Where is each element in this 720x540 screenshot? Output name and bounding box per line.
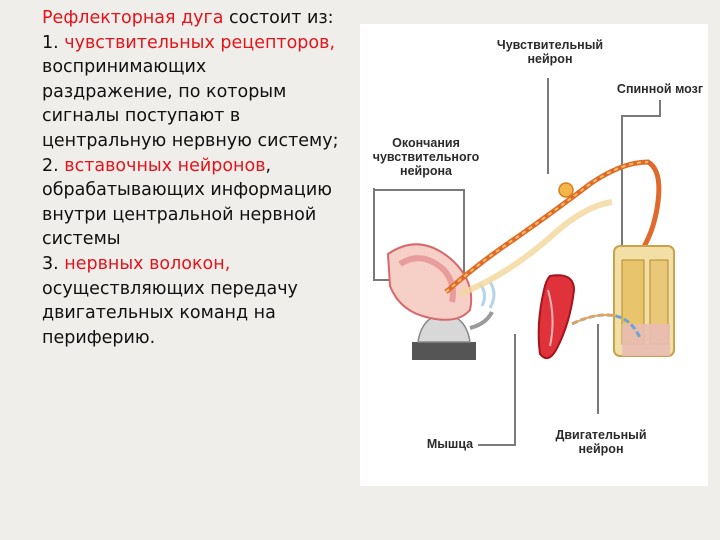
label-sensory-neuron: Чувствительный нейрон: [496, 38, 604, 66]
intro-paragraph: Рефлекторная дуга состоит из:: [42, 6, 342, 31]
label-muscle: Мышца: [426, 437, 474, 451]
leader-muscle: [478, 334, 516, 446]
term-interneurons: вставочных нейронов: [64, 155, 266, 176]
label-sensory-endings: Окончания чувствительного нейрона: [372, 136, 480, 178]
leader-spinal-cord: [621, 100, 661, 354]
term-receptors: чувствительных рецепторов,: [64, 32, 336, 53]
label-motor-neuron: Двигательный нейрон: [555, 428, 647, 456]
item2-description: , обрабатывающих информацию внутри центр…: [42, 155, 332, 250]
term-reflex-arc: Рефлекторная дуга: [42, 8, 224, 28]
label-spinal-cord: Спинной мозг: [616, 82, 704, 96]
item3-number: 3.: [42, 253, 65, 274]
item3-description: осуществляющих передачу двигательных ком…: [42, 278, 298, 348]
list-item-3: 3. нервных волокон, осуществляющих перед…: [42, 252, 342, 350]
muscle-drawing: [537, 274, 576, 360]
kettle-drawing: [412, 281, 496, 360]
intro-rest: состоит из:: [223, 8, 334, 28]
list-item-1: 1. чувствительных рецепторов, воспринима…: [42, 31, 342, 154]
list-item-2: 2. вставочных нейронов, обрабатывающих и…: [42, 154, 342, 252]
motor-neuron-drawing: [571, 313, 642, 339]
reflex-arc-figure: Чувствительный нейрон Спинной мозг Оконч…: [360, 24, 708, 486]
hand-drawing: [386, 243, 473, 321]
item1-number: 1.: [42, 32, 65, 53]
spinal-cord-drawing: [613, 245, 675, 357]
reflex-arc-illustration: [373, 78, 675, 446]
body-text: Рефлекторная дуга состоит из: 1. чувстви…: [42, 6, 342, 350]
sensory-neuron-drawing: [444, 159, 662, 297]
item1-description: воспринимающих раздражение, по которым с…: [42, 57, 339, 151]
term-nerve-fibers: нервных волокон,: [64, 253, 231, 274]
item2-number: 2.: [42, 155, 65, 176]
